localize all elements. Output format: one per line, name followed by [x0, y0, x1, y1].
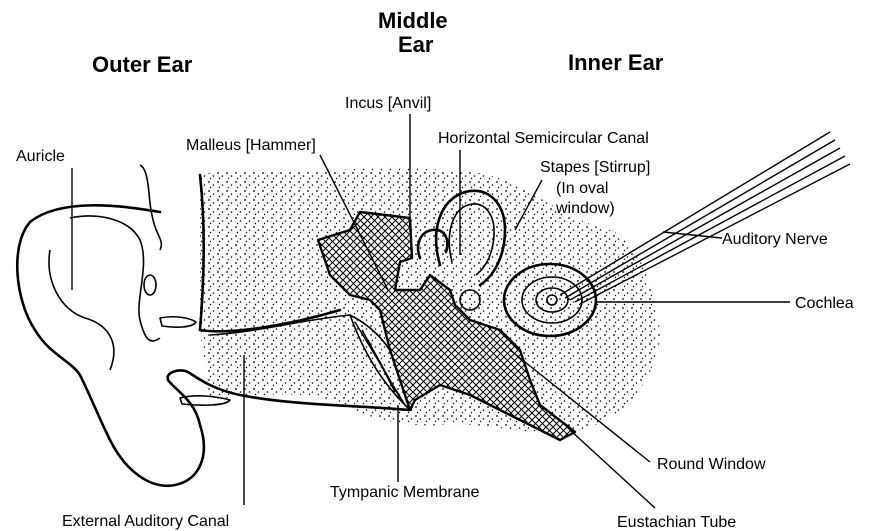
- malleus-label: Malleus [Hammer]: [186, 137, 316, 154]
- inner-ear-header: Inner Ear: [568, 50, 664, 75]
- eustachian-tube-leader: [570, 430, 655, 508]
- round-window-label: Round Window: [657, 456, 766, 473]
- middle-ear-header-line1: Middle: [378, 8, 448, 33]
- cochlea-label: Cochlea: [795, 295, 854, 312]
- horizontal-semicircular-canal-label: Horizontal Semicircular Canal: [438, 130, 649, 147]
- outer-ear-header: Outer Ear: [92, 52, 193, 77]
- incus-label: Incus [Anvil]: [345, 95, 431, 112]
- eustachian-tube-label: Eustachian Tube: [617, 514, 736, 531]
- auricle-label: Auricle: [16, 148, 65, 165]
- tympanic-membrane-label: Tympanic Membrane: [330, 484, 479, 501]
- stapes-label-line3: window): [555, 200, 615, 217]
- stapes-label-line1: Stapes [Stirrup]: [540, 159, 650, 176]
- stapes-label-line2: (In oval: [556, 180, 608, 197]
- external-auditory-canal-label: External Auditory Canal: [62, 513, 229, 530]
- middle-ear-header-line2: Ear: [398, 32, 434, 57]
- auditory-nerve-label: Auditory Nerve: [722, 231, 828, 248]
